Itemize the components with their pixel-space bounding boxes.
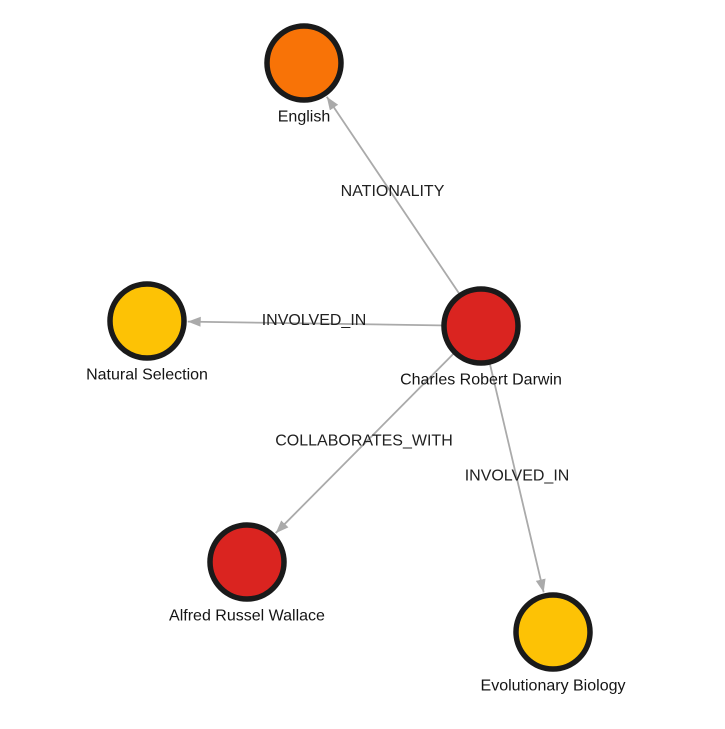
node-charles-robert-darwin: Charles Robert Darwin [400, 286, 562, 389]
node-label-natural-selection: Natural Selection [86, 367, 208, 384]
edge-label-charles-robert-darwin-natural-selection: INVOLVED_IN [262, 312, 367, 329]
node-evolutionary-biology: Evolutionary Biology [481, 592, 626, 695]
node-circle-alfred-russel-wallace[interactable] [207, 522, 287, 602]
edges-layer [187, 96, 546, 593]
edge-labels-layer: NATIONALITY INVOLVED_IN COLLABORATES_WITH I… [262, 183, 570, 485]
node-english: English [264, 23, 344, 126]
edge-charles-robert-darwin-english[interactable] [326, 96, 482, 327]
node-label-alfred-russel-wallace: Alfred Russel Wallace [169, 608, 325, 625]
node-label-evolutionary-biology: Evolutionary Biology [481, 678, 626, 695]
node-natural-selection: Natural Selection [86, 281, 208, 384]
edge-charles-robert-darwin-natural-selection[interactable] [187, 316, 482, 327]
node-label-english: English [278, 109, 330, 126]
node-circle-charles-robert-darwin[interactable] [441, 286, 521, 366]
edge-label-charles-robert-darwin-alfred-russel-wallace: COLLABORATES_WITH [275, 433, 453, 450]
node-alfred-russel-wallace: Alfred Russel Wallace [169, 522, 325, 625]
node-circle-english[interactable] [264, 23, 344, 103]
edge-charles-robert-darwin-alfred-russel-wallace[interactable] [275, 325, 482, 534]
edge-label-charles-robert-darwin-evolutionary-biology: INVOLVED_IN [465, 468, 570, 485]
node-label-charles-robert-darwin: Charles Robert Darwin [400, 372, 562, 389]
edge-charles-robert-darwin-evolutionary-biology[interactable] [480, 325, 546, 593]
node-circle-evolutionary-biology[interactable] [513, 592, 593, 672]
edge-label-charles-robert-darwin-english: NATIONALITY [341, 183, 445, 200]
node-circle-natural-selection[interactable] [107, 281, 187, 361]
